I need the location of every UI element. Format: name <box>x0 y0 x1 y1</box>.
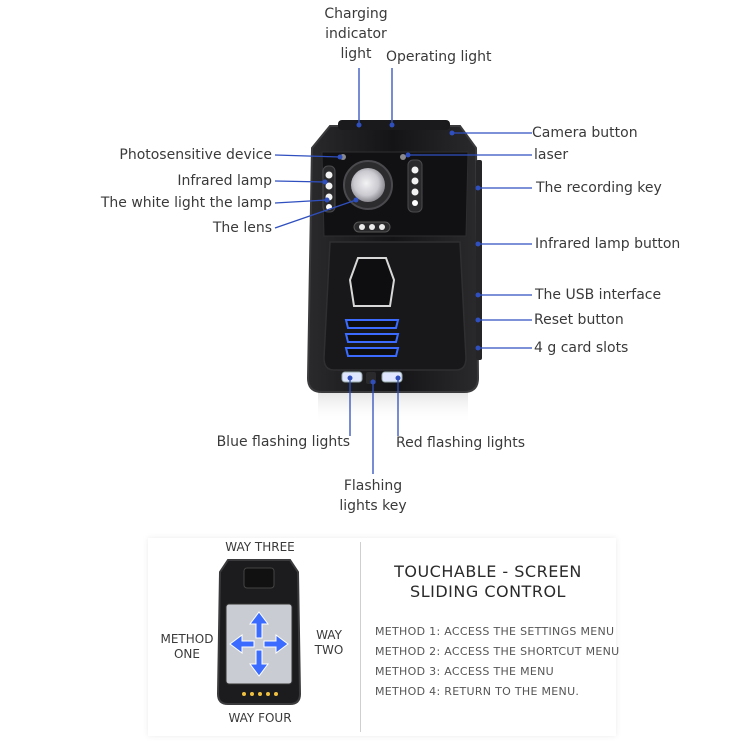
infrared-lamp-right <box>407 159 423 213</box>
label-way-three: WAY THREE <box>225 540 295 554</box>
device-diagram <box>274 68 532 474</box>
chevron-light-2 <box>344 333 400 343</box>
label-usb: The USB interface <box>535 287 662 303</box>
label-charging-indicator: Charging indicator light <box>308 4 404 64</box>
laser-dot <box>400 154 406 160</box>
touch-title-line2: SLIDING CONTROL <box>410 582 566 601</box>
label-flashing-key: Flashing lights key <box>323 476 423 516</box>
method-4: METHOD 4: RETURN TO THE MENU. <box>375 685 580 698</box>
label-lens: The lens <box>212 220 272 236</box>
label-infrared-lamp: Infrared lamp <box>177 173 272 189</box>
touch-panel-title: TOUCHABLE - SCREEN SLIDING CONTROL <box>378 562 598 602</box>
label-charging-line1: Charging <box>324 6 388 22</box>
mini-device <box>216 559 302 705</box>
method-3: METHOD 3: ACCESS THE MENU <box>375 665 555 678</box>
panel-divider <box>360 542 361 732</box>
leader-lines <box>274 68 532 474</box>
label-flashing-line1: Flashing <box>343 478 403 494</box>
chevron-light-1 <box>344 319 400 329</box>
label-flashing-line2: lights key <box>339 498 407 514</box>
label-card-slots: 4 g card slots <box>534 340 629 356</box>
method-1: METHOD 1: ACCESS THE SETTINGS MENU <box>375 625 615 638</box>
label-camera-button: Camera button <box>532 125 638 141</box>
label-method-one-line1: METHOD <box>160 632 214 646</box>
body-camera <box>306 120 482 393</box>
touch-title-line1: TOUCHABLE - SCREEN <box>394 562 582 581</box>
touch-control-panel: WAY THREE WAY FOUR METHOD ONE WAY TWO TO… <box>148 538 619 736</box>
device-reflection <box>318 388 468 424</box>
label-blue-flash: Blue flashing lights <box>216 434 350 450</box>
side-button-strip <box>476 160 482 360</box>
label-charging-line2: indicator <box>325 26 387 42</box>
label-infrared-button: Infrared lamp button <box>535 236 681 252</box>
label-white-light: The white light the lamp <box>100 195 272 211</box>
mini-screen <box>225 603 293 685</box>
label-charging-line3: light <box>340 46 372 62</box>
label-operating-light: Operating light <box>386 49 492 65</box>
chevron-light-3 <box>344 347 400 357</box>
label-way-two: WAY TWO <box>306 628 352 658</box>
badge-shield-icon <box>348 257 396 307</box>
label-method-one: METHOD ONE <box>152 632 222 662</box>
label-way-two-line1: WAY <box>316 628 342 642</box>
label-method-one-line2: ONE <box>173 647 200 661</box>
leader-dots <box>322 122 481 385</box>
label-way-four: WAY FOUR <box>228 711 292 725</box>
label-red-flash: Red flashing lights <box>396 435 526 451</box>
label-reset: Reset button <box>534 312 624 328</box>
label-way-two-line2: TWO <box>314 643 344 657</box>
label-laser: laser <box>534 147 569 163</box>
label-recording-key: The recording key <box>536 180 662 196</box>
method-2: METHOD 2: ACCESS THE SHORTCUT MENU <box>375 645 620 658</box>
label-photosensitive: Photosensitive device <box>119 147 272 163</box>
swipe-arrows-icon <box>229 611 289 677</box>
